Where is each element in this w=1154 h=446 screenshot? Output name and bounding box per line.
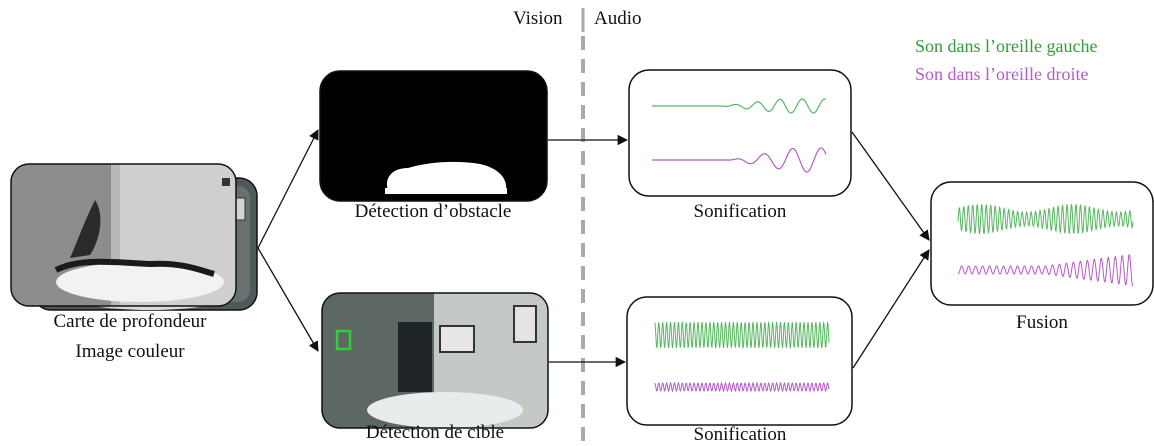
fusion-label: Fusion: [1016, 312, 1068, 333]
sonification-bottom-label: Sonification: [693, 424, 787, 445]
target-marker: [335, 329, 352, 351]
bottom-right-ear-wave: [654, 381, 830, 393]
color-image-label: Image couleur: [75, 341, 185, 362]
arrow-input-to-obstacle: [257, 129, 319, 249]
legend-right-ear: Son dans l’oreille droite: [915, 64, 1089, 84]
sonification-top-label: Sonification: [693, 201, 787, 222]
target-detection-label: Détection de cible: [365, 422, 505, 443]
fusion-panel: [930, 181, 1154, 306]
legend-left-ear: Son dans l’oreille gauche: [915, 36, 1098, 56]
arrow-input-to-target: [257, 247, 319, 352]
obstacle-detection-label: Détection d’obstacle: [354, 201, 512, 222]
fusion-left-ear-wave: [957, 203, 1134, 235]
target-detection-image: [321, 292, 549, 429]
vision-label: Vision: [513, 8, 563, 29]
depth-map-image: [10, 163, 237, 307]
top-right-ear-wave: [652, 147, 827, 173]
fusion-right-ear-wave: [957, 254, 1134, 287]
sonification-bottom-panel: [626, 296, 853, 426]
audio-label: Audio: [594, 8, 642, 29]
obstacle-mask-image: [319, 70, 548, 202]
arrow-bottom-to-fusion: [852, 249, 930, 369]
depth-map-label: Carte de profondeur: [53, 311, 207, 332]
arrow-top-to-fusion: [851, 131, 930, 241]
bottom-left-ear-wave: [654, 320, 830, 350]
top-left-ear-wave: [652, 98, 827, 114]
sonification-top-panel: [628, 69, 852, 197]
